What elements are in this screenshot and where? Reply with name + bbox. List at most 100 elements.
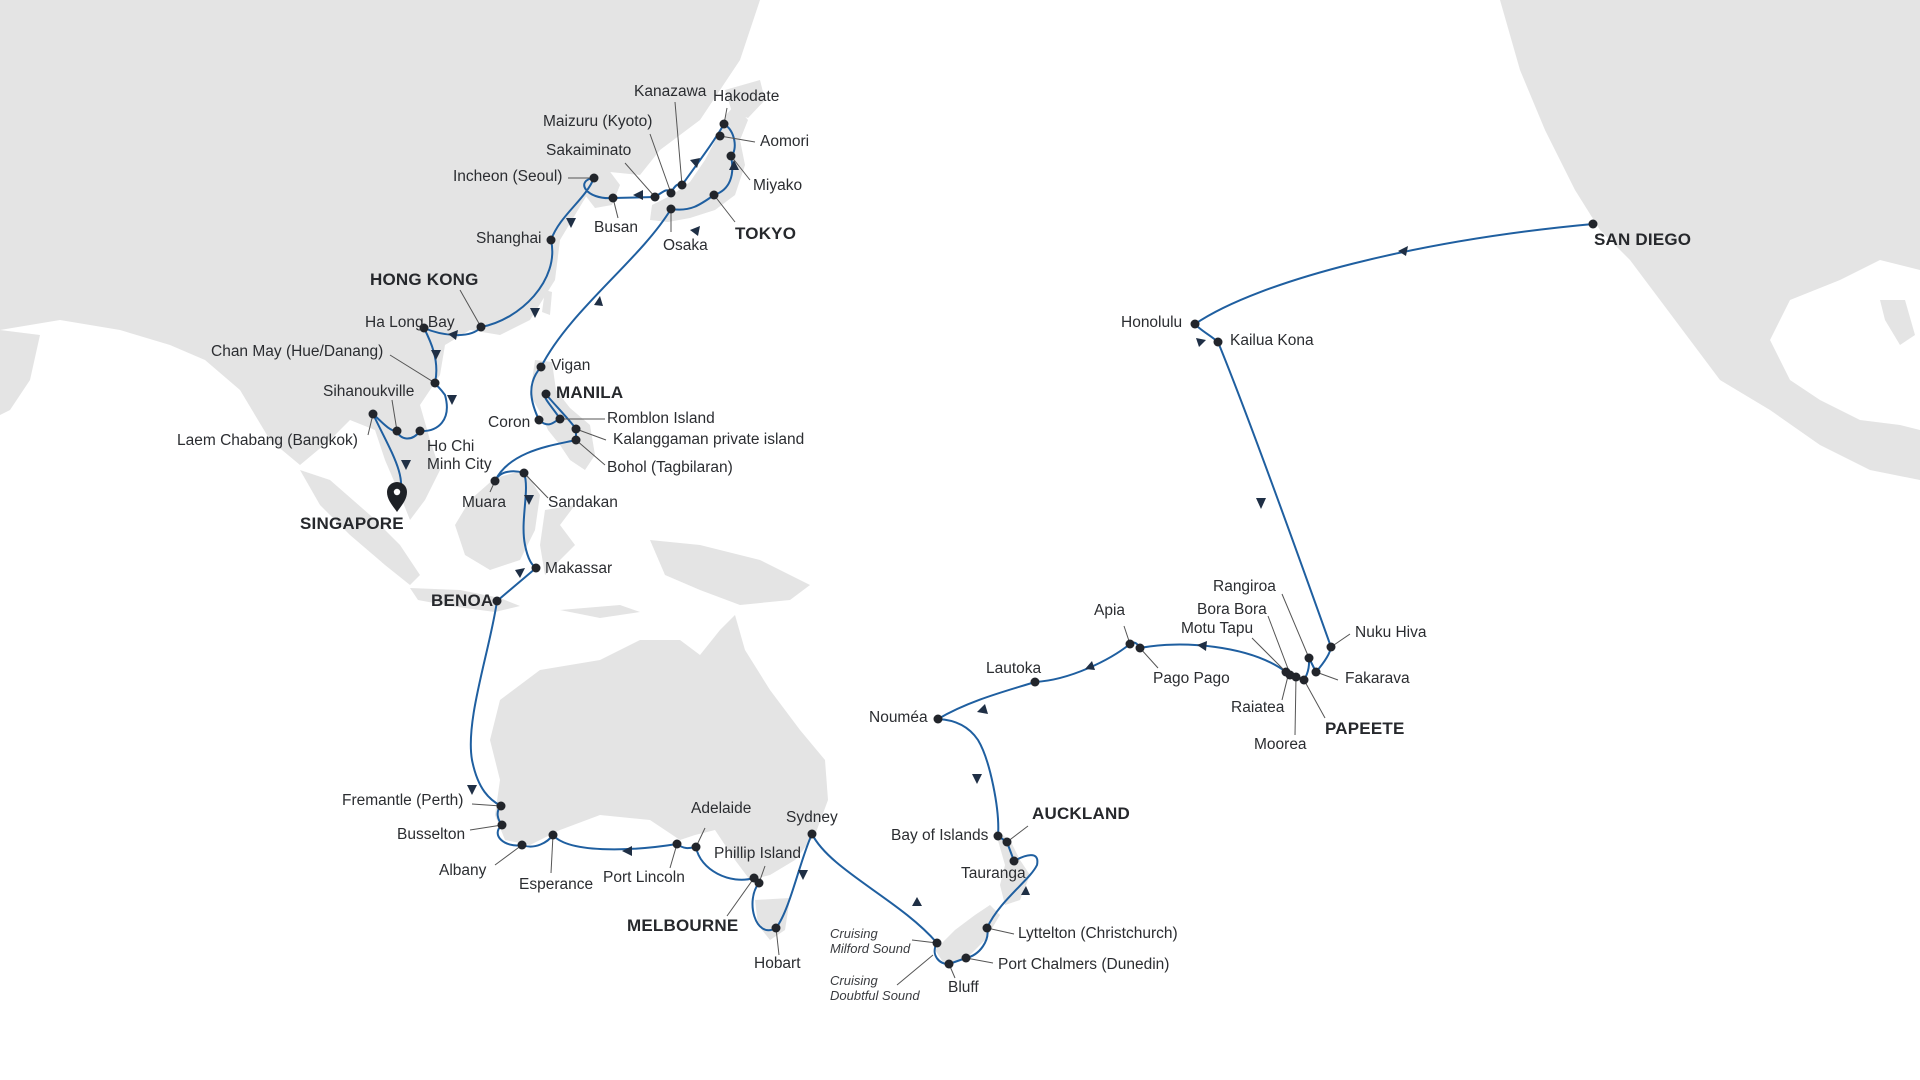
- port-label-romblon: Romblon Island: [607, 410, 715, 427]
- land-sumatra: [300, 470, 420, 585]
- port-label-doubtful-line1: Cruising: [830, 973, 878, 988]
- arrow-icon: [972, 774, 982, 784]
- port-label-melbourne: MELBOURNE: [627, 916, 739, 935]
- arrow-icon: [524, 495, 534, 505]
- port-label-chan-may: Chan May (Hue/Danang): [211, 343, 384, 360]
- arrow-icon: [729, 160, 739, 170]
- land-nz-south: [935, 905, 1000, 965]
- arrow-icon: [447, 395, 457, 405]
- port-label-apia: Apia: [1094, 602, 1126, 619]
- port-label-miyako: Miyako: [753, 177, 803, 194]
- port-label-lautoka: Lautoka: [986, 660, 1042, 677]
- port-label-sihanoukville: Sihanoukville: [323, 383, 415, 400]
- port-label-nuku-hiva: Nuku Hiva: [1355, 624, 1427, 641]
- arrow-icon: [977, 704, 988, 714]
- port-label-tokyo: TOKYO: [735, 224, 797, 243]
- port-label-hong-kong: HONG KONG: [370, 270, 479, 289]
- arrow-icon: [690, 158, 700, 168]
- land-tasmania: [755, 898, 790, 940]
- port-label-noumea: Nouméa: [869, 709, 928, 726]
- port-label-honolulu: Honolulu: [1121, 314, 1183, 331]
- land-masses: [0, 0, 1920, 965]
- port-label-milford-line1: Cruising: [830, 926, 878, 941]
- land-java: [410, 588, 520, 612]
- port-label-auckland: AUCKLAND: [1032, 804, 1130, 823]
- land-philippines: [530, 360, 595, 470]
- land-new-guinea: [650, 540, 810, 605]
- land-hokkaido: [725, 80, 765, 118]
- port-label-muara: Muara: [462, 494, 506, 511]
- land-north-america: [1500, 0, 1920, 480]
- arrow-icon: [448, 330, 458, 340]
- port-label-esperance: Esperance: [519, 876, 594, 893]
- land-timor: [560, 605, 640, 618]
- port-label-papeete: PAPEETE: [1325, 719, 1405, 738]
- port-label-doubtful-line2: Doubtful Sound: [830, 987, 920, 1003]
- port-label-pago-pago: Pago Pago: [1153, 670, 1230, 687]
- port-label-laem-chabang: Laem Chabang (Bangkok): [177, 432, 358, 449]
- port-label-doubtful-sound: Cruising Doubtful Sound: [830, 973, 920, 1004]
- port-label-ha-long-bay: Ha Long Bay: [365, 314, 455, 331]
- port-label-busan: Busan: [594, 219, 638, 236]
- port-label-busselton: Busselton: [397, 826, 466, 843]
- land-india: [0, 330, 40, 415]
- port-label-kailua-kona: Kailua Kona: [1230, 332, 1314, 349]
- port-label-ho-chi-minh-line1: Ho Chi: [427, 438, 475, 455]
- arrow-icon: [798, 870, 808, 880]
- arrow-icon: [530, 308, 540, 318]
- land-nz-north: [995, 830, 1030, 905]
- arrow-icon: [431, 350, 441, 360]
- land-caribbean: [1880, 300, 1915, 345]
- port-label-maizuru: Maizuru (Kyoto): [543, 113, 653, 130]
- arrow-icon: [912, 897, 922, 906]
- port-label-san-diego: SAN DIEGO: [1594, 230, 1692, 249]
- port-label-osaka: Osaka: [663, 237, 708, 254]
- arrow-icon: [1196, 338, 1206, 347]
- arrow-icon: [1197, 641, 1207, 651]
- port-label-singapore: SINGAPORE: [300, 514, 404, 533]
- arrow-icon: [401, 460, 411, 470]
- port-label-coron: Coron: [488, 414, 531, 431]
- port-label-hobart: Hobart: [754, 955, 801, 972]
- port-label-ho-chi-minh: Ho Chi Minh City: [427, 438, 492, 474]
- port-label-moorea: Moorea: [1254, 736, 1307, 753]
- port-label-bora-bora: Bora Bora: [1197, 601, 1267, 618]
- arrow-icon: [1085, 661, 1095, 670]
- arrow-icon: [633, 190, 643, 200]
- port-label-benoa: BENOA: [431, 591, 494, 610]
- arrow-icon: [1398, 246, 1408, 256]
- port-label-port-lincoln: Port Lincoln: [603, 869, 685, 886]
- port-label-motu-tapu: Motu Tapu: [1181, 620, 1254, 637]
- port-label-fremantle: Fremantle (Perth): [342, 792, 464, 809]
- land-taiwan: [542, 290, 552, 315]
- port-label-bay-of-islands: Bay of Islands: [891, 827, 989, 844]
- port-label-tauranga: Tauranga: [961, 865, 1026, 882]
- port-label-raiatea: Raiatea: [1231, 699, 1285, 716]
- port-label-adelaide: Adelaide: [691, 800, 752, 817]
- port-label-makassar: Makassar: [545, 560, 613, 577]
- map-pin-icon: [387, 482, 407, 512]
- port-label-manila: MANILA: [556, 383, 624, 402]
- port-dots: [368, 119, 1598, 969]
- port-label-sydney: Sydney: [786, 809, 838, 826]
- port-label-incheon: Incheon (Seoul): [453, 168, 563, 185]
- route-arrows: [401, 158, 1408, 906]
- land-sulawesi: [540, 505, 575, 575]
- port-label-kalanggaman: Kalanggaman private island: [613, 431, 805, 448]
- port-label-rangiroa: Rangiroa: [1213, 578, 1276, 595]
- port-label-lyttelton: Lyttelton (Christchurch): [1018, 925, 1178, 942]
- port-label-albany: Albany: [439, 862, 487, 879]
- arrow-icon: [1256, 498, 1266, 509]
- arrow-icon: [622, 846, 632, 856]
- port-label-vigan: Vigan: [551, 357, 591, 374]
- port-label-sakaiminato: Sakaiminato: [546, 142, 632, 159]
- arrow-icon: [515, 568, 525, 578]
- land-asia: [0, 0, 760, 520]
- port-label-milford-line2: Milford Sound: [830, 940, 911, 956]
- port-label-phillip-island: Phillip Island: [714, 845, 802, 862]
- port-label-ho-chi-minh-line2: Minh City: [427, 455, 492, 473]
- port-label-port-chalmers: Port Chalmers (Dunedin): [998, 956, 1170, 973]
- arrow-icon: [594, 296, 603, 306]
- port-label-bohol: Bohol (Tagbilaran): [607, 459, 733, 476]
